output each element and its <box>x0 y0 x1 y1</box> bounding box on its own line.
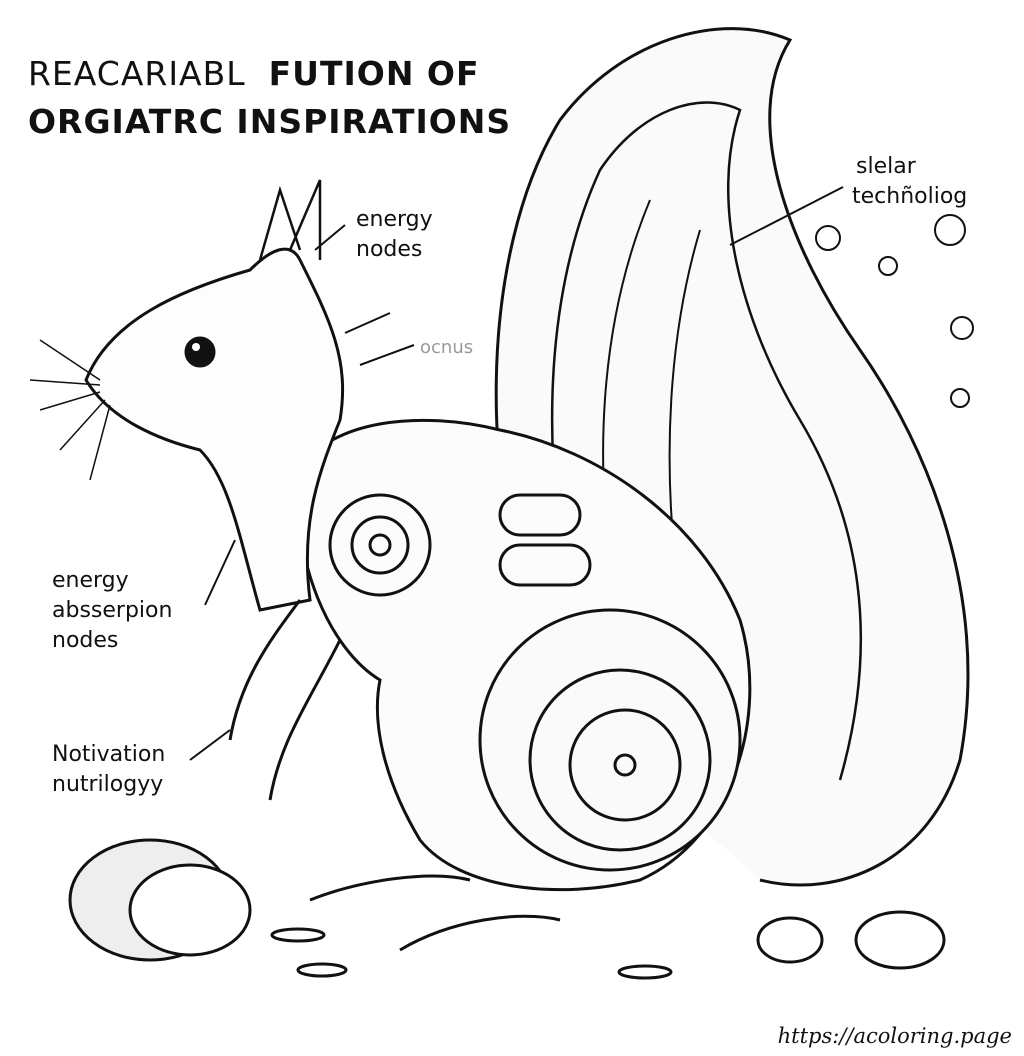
label-energy-absorption-nodes: energy absserpion nodes <box>52 566 172 656</box>
title-line2: ORGIATRC INSPIRATIONS <box>28 102 512 141</box>
title-line1-bold: FUTION OF <box>268 54 480 93</box>
label-line: nutrilogyy <box>52 772 164 797</box>
leader-lines <box>189 186 844 761</box>
label-line: techñoliog <box>852 184 968 209</box>
label-line: nodes <box>52 628 119 653</box>
label-notivation-nutrilogy: Notivation nutrilogyy <box>52 740 165 800</box>
label-line: Notivation <box>52 742 166 767</box>
head <box>84 247 345 612</box>
acorn-large <box>68 838 252 962</box>
label-ocnus: ocnus <box>420 337 474 358</box>
title-line1-light: REACARIABL <box>28 54 246 93</box>
label-line: nodes <box>356 237 423 262</box>
acorn-small <box>756 910 946 970</box>
label-line: slelar <box>856 154 916 179</box>
floating-acorns <box>815 214 974 408</box>
hip-gear <box>478 608 742 872</box>
label-slelar-technology: slelar techñoliog <box>852 152 967 212</box>
page-title: REACARIABL FUTION OF ORGIATRC INSPIRATIO… <box>28 50 511 146</box>
label-line: absserpion <box>52 598 173 623</box>
credit-link[interactable]: https://acoloring.page <box>777 1024 1012 1048</box>
label-line: energy <box>52 568 129 593</box>
shoulder-gear <box>328 493 432 597</box>
label-line: energy <box>356 207 433 232</box>
label-energy-nodes: energy nodes <box>356 205 433 265</box>
